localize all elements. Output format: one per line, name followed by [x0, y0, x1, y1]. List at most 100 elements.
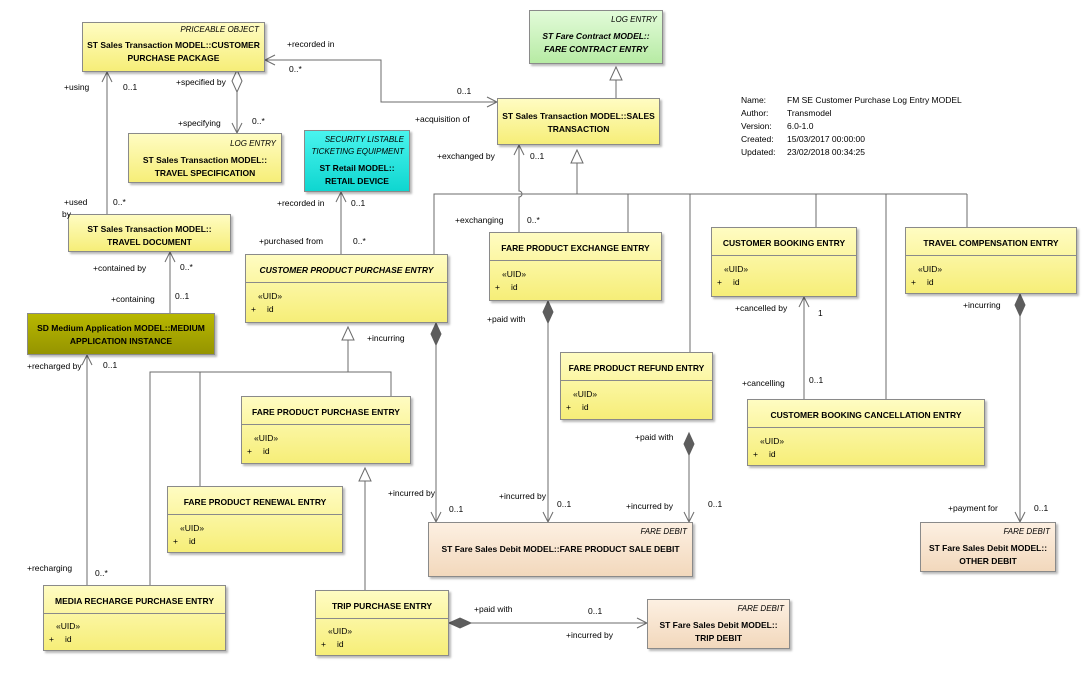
class-retail-device[interactable]: SECURITY LISTABLE TICKETING EQUIPMENT ST… — [304, 130, 410, 192]
class-name: OTHER DEBIT — [959, 556, 1017, 566]
uid-keyword: «UID» — [258, 291, 283, 301]
compartment-divider — [748, 427, 984, 428]
uid-keyword: «UID» — [918, 264, 943, 274]
role-label: +payment for — [948, 503, 998, 513]
class-name: TRIP PURCHASE ENTRY — [331, 601, 433, 611]
role-label: +exchanging — [455, 215, 504, 225]
aggregation-diamond — [231, 68, 243, 94]
composition-diamond — [447, 617, 473, 629]
composition-diamond — [1014, 292, 1026, 318]
class-name: SD Medium Application MODEL::MEDIUM — [37, 323, 205, 333]
class-fare-product-renewal-entry[interactable]: FARE PRODUCT RENEWAL ENTRY «UID» + id — [167, 486, 343, 553]
class-name: CUSTOMER BOOKING ENTRY — [722, 238, 846, 248]
meta-version-key: Version: — [741, 121, 772, 131]
compartment-divider — [242, 424, 410, 425]
nav-arrowhead — [798, 295, 810, 308]
role-label: +exchanged by — [437, 151, 495, 161]
multiplicity-label: 0..1 — [1034, 503, 1049, 513]
stereotype-label: FARE DEBIT — [737, 604, 784, 613]
attribute-id: id — [733, 277, 740, 287]
role-label: by — [62, 209, 71, 219]
uid-keyword: «UID» — [56, 621, 81, 631]
attribute-visibility: + — [753, 449, 758, 459]
stereotype-label: TICKETING EQUIPMENT — [311, 147, 404, 156]
attribute-visibility: + — [247, 446, 252, 456]
class-name: ST Fare Contract MODEL:: — [542, 31, 650, 41]
role-label: +incurred by — [626, 501, 674, 511]
attribute-id: id — [263, 446, 270, 456]
attribute-visibility: + — [495, 282, 500, 292]
class-name: TRAVEL DOCUMENT — [107, 237, 192, 247]
class-name: FARE PRODUCT RENEWAL ENTRY — [183, 497, 327, 507]
class-customer-booking-entry[interactable]: CUSTOMER BOOKING ENTRY «UID» + id — [711, 227, 857, 297]
class-fare-product-purchase-entry[interactable]: FARE PRODUCT PURCHASE ENTRY «UID» + id — [241, 396, 411, 464]
nav-arrowhead — [513, 143, 525, 156]
multiplicity-label: 0..1 — [175, 291, 190, 301]
class-name: FARE PRODUCT EXCHANGE ENTRY — [501, 243, 650, 253]
compartment-divider — [561, 380, 712, 381]
role-label: +recorded in — [277, 198, 325, 208]
compartment-divider — [168, 514, 342, 515]
generalization-arrowhead — [358, 466, 372, 482]
role-label: +contained by — [93, 263, 147, 273]
class-travel-document[interactable]: ST Sales Transaction MODEL:: TRAVEL DOCU… — [68, 214, 231, 252]
class-customer-product-purchase-entry[interactable]: CUSTOMER PRODUCT PURCHASE ENTRY «UID» + … — [245, 254, 448, 323]
multiplicity-label: 0..1 — [708, 499, 723, 509]
meta-author-key: Author: — [741, 108, 769, 118]
class-other-debit[interactable]: FARE DEBIT ST Fare Sales Debit MODEL:: O… — [920, 522, 1056, 572]
multiplicity-label: 0..* — [113, 197, 126, 207]
compartment-divider — [712, 255, 856, 256]
class-media-recharge-purchase-entry[interactable]: MEDIA RECHARGE PURCHASE ENTRY «UID» + id — [43, 585, 226, 651]
multiplicity-label: 0..* — [180, 262, 193, 272]
role-label: +cancelled by — [735, 303, 788, 313]
class-name: FARE PRODUCT REFUND ENTRY — [568, 363, 705, 373]
class-trip-purchase-entry[interactable]: TRIP PURCHASE ENTRY «UID» + id — [315, 590, 449, 656]
class-travel-specification[interactable]: LOG ENTRY ST Sales Transaction MODEL:: T… — [128, 133, 282, 183]
class-fare-product-exchange-entry[interactable]: FARE PRODUCT EXCHANGE ENTRY «UID» + id — [489, 232, 662, 301]
class-travel-compensation-entry[interactable]: TRAVEL COMPENSATION ENTRY «UID» + id — [905, 227, 1077, 294]
class-name: TRAVEL COMPENSATION ENTRY — [923, 238, 1059, 248]
multiplicity-label: 0..* — [289, 64, 302, 74]
multiplicity-label: 0..1 — [449, 504, 464, 514]
class-name: ST Fare Sales Debit MODEL::FARE PRODUCT … — [441, 544, 680, 554]
class-customer-purchase-package[interactable]: PRICEABLE OBJECT ST Sales Transaction MO… — [82, 22, 265, 72]
attribute-visibility: + — [321, 639, 326, 649]
multiplicity-label: 0..1 — [457, 86, 472, 96]
role-label: +incurred by — [499, 491, 547, 501]
class-name: ST Sales Transaction MODEL::CUSTOMER — [87, 40, 260, 50]
class-name: FARE CONTRACT ENTRY — [544, 44, 648, 54]
class-sales-transaction[interactable]: ST Sales Transaction MODEL::SALES TRANSA… — [497, 98, 660, 145]
attribute-id: id — [267, 304, 274, 314]
class-fare-contract-entry[interactable]: LOG ENTRY ST Fare Contract MODEL:: FARE … — [529, 10, 663, 64]
attribute-id: id — [189, 536, 196, 546]
role-label: +used — [64, 197, 88, 207]
class-customer-booking-cancellation-entry[interactable]: CUSTOMER BOOKING CANCELLATION ENTRY «UID… — [747, 399, 985, 466]
role-label: +incurred by — [388, 488, 436, 498]
composition-diamond — [683, 431, 695, 457]
meta-updated-value: 23/02/2018 00:34:25 — [787, 147, 865, 157]
uid-keyword: «UID» — [573, 389, 598, 399]
role-label: +recharged by — [27, 361, 82, 371]
role-label: +containing — [111, 294, 155, 304]
nav-arrowhead — [101, 70, 113, 83]
meta-created-value: 15/03/2017 00:00:00 — [787, 134, 865, 144]
attribute-id: id — [511, 282, 518, 292]
role-label: +recorded in — [287, 39, 335, 49]
class-medium-application-instance[interactable]: SD Medium Application MODEL::MEDIUM APPL… — [27, 313, 215, 355]
class-fare-product-sale-debit[interactable]: FARE DEBIT ST Fare Sales Debit MODEL::FA… — [428, 522, 693, 577]
multiplicity-label: 0..* — [95, 568, 108, 578]
role-label: +paid with — [474, 604, 513, 614]
multiplicity-label: 0..1 — [588, 606, 603, 616]
role-label: +incurred by — [566, 630, 614, 640]
assoc-exchange-sales — [518, 145, 523, 232]
multiplicity-label: 0..* — [353, 236, 366, 246]
attribute-visibility: + — [251, 304, 256, 314]
class-fare-product-refund-entry[interactable]: FARE PRODUCT REFUND ENTRY «UID» + id — [560, 352, 713, 420]
compartment-divider — [316, 618, 448, 619]
class-trip-debit[interactable]: FARE DEBIT ST Fare Sales Debit MODEL:: T… — [647, 599, 790, 649]
class-name: ST Sales Transaction MODEL:: — [142, 155, 268, 165]
compartment-divider — [490, 260, 661, 261]
generalization-arrowhead — [570, 148, 584, 164]
generalization-arrowhead — [341, 325, 355, 341]
